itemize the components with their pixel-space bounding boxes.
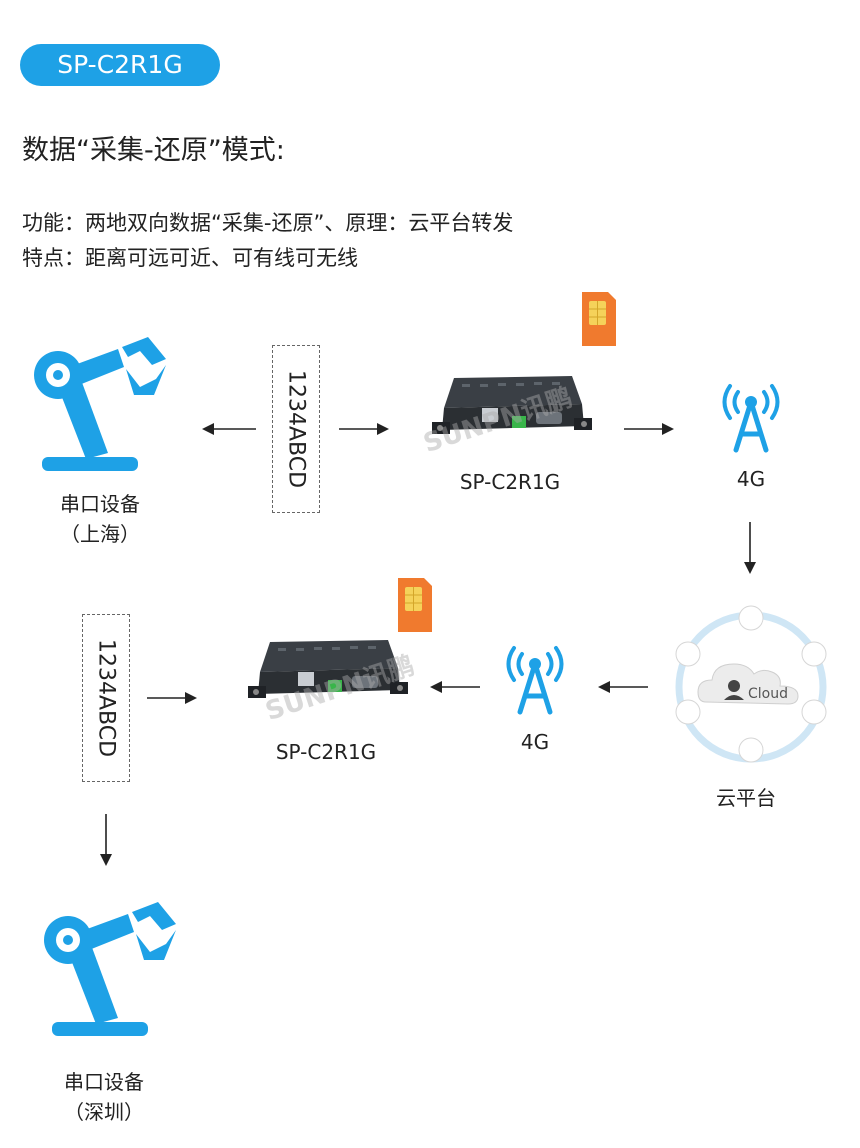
arrow-right-icon [147, 692, 197, 704]
device-top-location: （上海） [60, 522, 140, 546]
data-box-bottom: 1234ABCD [82, 614, 130, 782]
arrow-left-icon [202, 423, 256, 435]
antenna-top-label: 4G [736, 467, 766, 491]
antenna-4g-icon [506, 646, 564, 715]
model-badge: SP-C2R1G [20, 44, 220, 86]
page-title: 数据“采集-还原”模式: [22, 135, 285, 166]
arrow-right-icon [339, 423, 389, 435]
gateway-bottom-label: SP-C2R1G [275, 740, 377, 764]
antenna-bottom-label: 4G [520, 730, 550, 754]
feature-description: 特点：距离可远可近、可有线可无线 [22, 246, 358, 270]
function-description: 功能：两地双向数据“采集-还原”、原理：云平台转发 [22, 211, 514, 235]
gateway-top-label: SP-C2R1G [459, 470, 561, 494]
arrow-left-icon [430, 681, 480, 693]
antenna-4g-icon [722, 384, 780, 453]
gateway-device-icon [432, 376, 592, 434]
cloud-center-text: Cloud [748, 686, 788, 702]
robot-arm-icon [34, 337, 166, 471]
cloud-platform-icon: Cloud [675, 605, 827, 763]
arrow-down-icon [100, 814, 112, 866]
device-bottom-location: （深圳） [64, 1100, 144, 1124]
device-bottom-name: 串口设备 [64, 1070, 144, 1094]
device-top-name: 串口设备 [60, 492, 140, 516]
cloud-label: 云平台 [716, 786, 776, 810]
arrow-right-icon [624, 423, 674, 435]
arrow-down-icon [744, 522, 756, 574]
arrow-left-icon [598, 681, 648, 693]
robot-arm-icon [44, 902, 176, 1036]
gateway-device-icon [248, 640, 408, 698]
sim-card-icon [398, 578, 432, 632]
sim-card-icon [582, 292, 616, 346]
data-text-bottom: 1234ABCD [93, 638, 119, 758]
data-text-top: 1234ABCD [283, 369, 309, 489]
data-box-top: 1234ABCD [272, 345, 320, 513]
